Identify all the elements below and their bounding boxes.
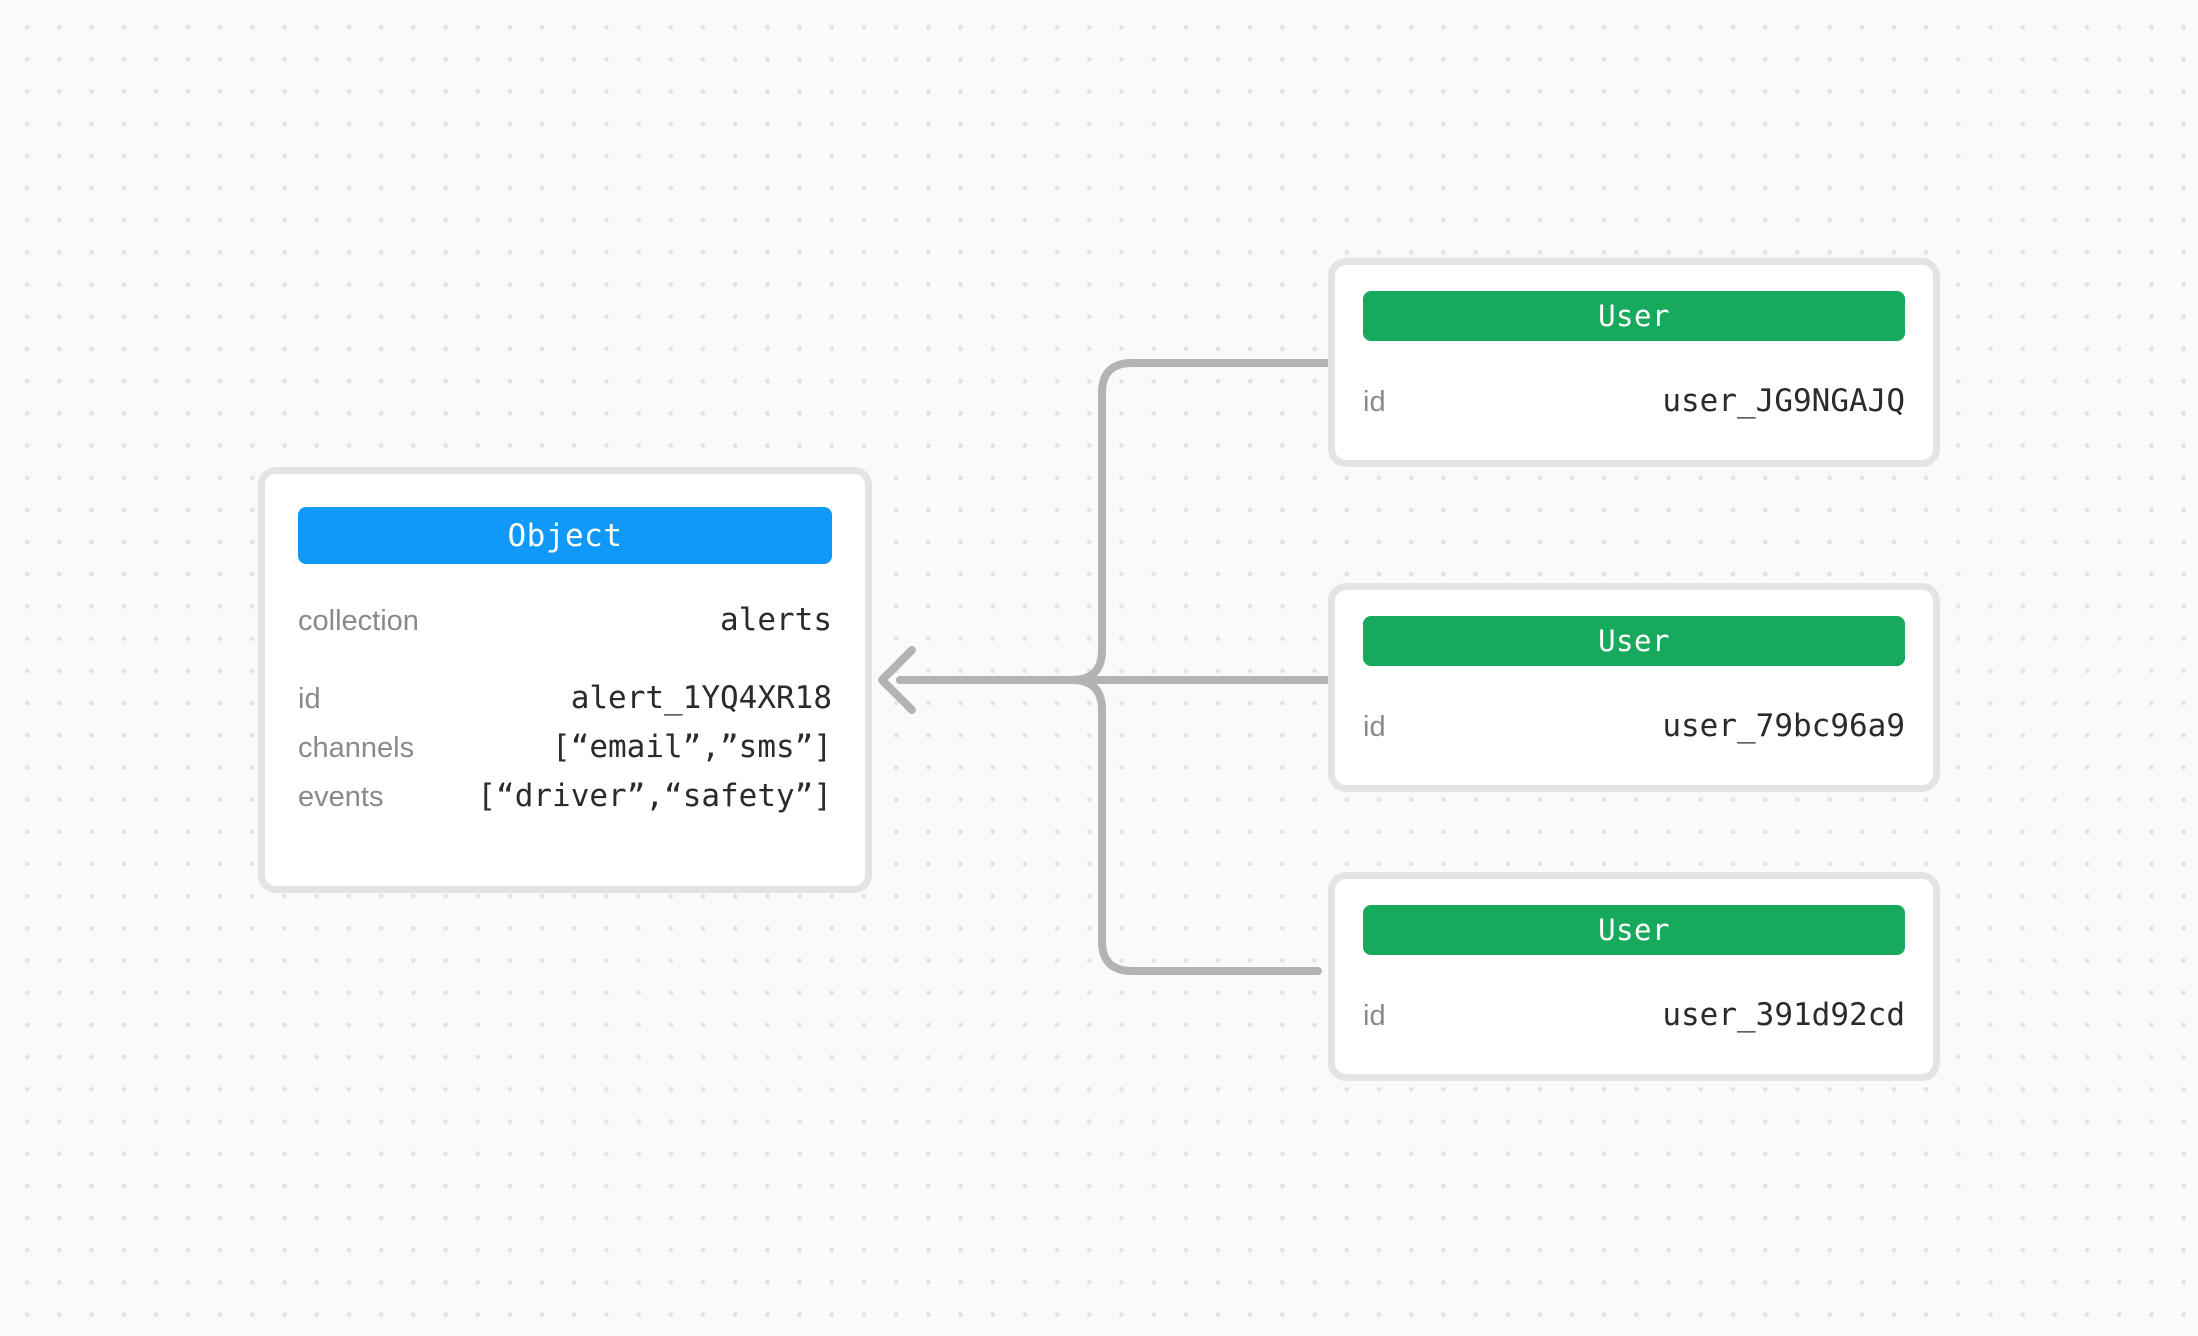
- object-node-type-badge: Object: [298, 507, 832, 564]
- field-label-collection: collection: [298, 605, 419, 637]
- object-node-primary-fields: collection alerts: [298, 602, 832, 651]
- user-node-type-label: User: [1598, 913, 1670, 947]
- user-node-primary-fields: id user_79bc96a9: [1363, 708, 1905, 744]
- edge-arrowhead-icon: [878, 646, 916, 714]
- user-node-type-badge: User: [1363, 905, 1905, 955]
- object-node-card[interactable]: Object collection alerts id alert_1YQ4XR…: [258, 467, 872, 893]
- user-node-card[interactable]: User id user_JG9NGAJQ: [1328, 258, 1940, 467]
- object-node-secondary-fields: id alert_1YQ4XR18 channels [“email”,”sms…: [298, 680, 832, 827]
- user-node-card[interactable]: User id user_79bc96a9: [1328, 583, 1940, 792]
- user-node-primary-fields: id user_391d92cd: [1363, 997, 1905, 1033]
- edge-user-0-to-object: [896, 359, 1337, 684]
- field-row[interactable]: id user_391d92cd: [1363, 997, 1905, 1033]
- field-row[interactable]: channels [“email”,”sms”]: [298, 729, 832, 765]
- field-value-channels: [“email”,”sms”]: [552, 729, 832, 765]
- field-value-id: user_JG9NGAJQ: [1662, 382, 1905, 419]
- field-label-id: id: [1363, 999, 1386, 1032]
- field-value-id: user_391d92cd: [1662, 996, 1905, 1033]
- field-row[interactable]: id alert_1YQ4XR18: [298, 680, 832, 716]
- field-label-channels: channels: [298, 732, 415, 764]
- field-row[interactable]: id user_79bc96a9: [1363, 708, 1905, 744]
- user-node-type-badge: User: [1363, 616, 1905, 666]
- object-node-fields: collection alerts id alert_1YQ4XR18 chan…: [291, 564, 839, 860]
- field-value-events: [“driver”,“safety”]: [477, 778, 832, 814]
- user-node-primary-fields: id user_JG9NGAJQ: [1363, 383, 1905, 419]
- field-value-id: alert_1YQ4XR18: [570, 680, 832, 716]
- field-row[interactable]: collection alerts: [298, 602, 832, 638]
- user-node-fields: id user_JG9NGAJQ: [1357, 341, 1911, 438]
- field-value-id: user_79bc96a9: [1662, 707, 1905, 744]
- user-node-card[interactable]: User id user_391d92cd: [1328, 872, 1940, 1081]
- field-label-id: id: [1363, 385, 1386, 418]
- user-node-type-badge: User: [1363, 291, 1905, 341]
- field-label-id: id: [1363, 710, 1386, 743]
- field-row[interactable]: events [“driver”,“safety”]: [298, 778, 832, 814]
- field-value-collection: alerts: [720, 602, 832, 638]
- edge-user-2-to-object: [896, 676, 1322, 975]
- user-node-type-label: User: [1598, 299, 1670, 333]
- user-node-type-label: User: [1598, 624, 1670, 658]
- field-label-id: id: [298, 683, 321, 715]
- field-row[interactable]: id user_JG9NGAJQ: [1363, 383, 1905, 419]
- field-label-events: events: [298, 781, 384, 813]
- object-node-type-label: Object: [507, 517, 623, 554]
- user-node-fields: id user_391d92cd: [1357, 955, 1911, 1052]
- user-node-fields: id user_79bc96a9: [1357, 666, 1911, 763]
